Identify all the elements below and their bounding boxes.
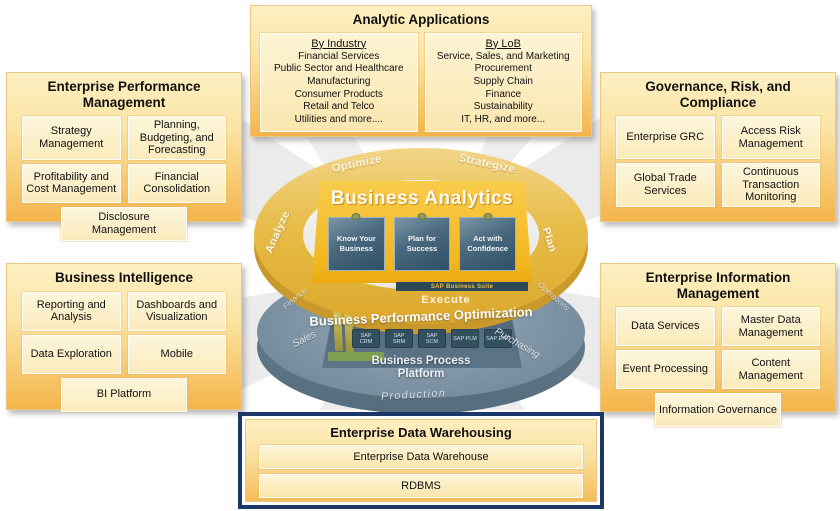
item-access-risk-management: Access Risk Management <box>721 116 820 159</box>
item-planning-budgeting-forecasting: Planning, Budgeting, and Forecasting <box>127 116 226 160</box>
item-information-governance: Information Governance <box>654 393 782 427</box>
item-content-management: Content Management <box>721 350 820 389</box>
highlighted-panel-enterprise-data-warehousing: Enterprise Data Warehousing Enterprise D… <box>238 412 604 509</box>
panel-analytic-applications: Analytic Applications By Industry Financ… <box>250 5 592 137</box>
column-heading: By LoB <box>485 37 521 50</box>
item-strategy-management: Strategy Management <box>22 116 121 160</box>
item-enterprise-data-warehouse: Enterprise Data Warehouse <box>259 445 583 469</box>
item-financial-consolidation: Financial Consolidation <box>127 163 226 203</box>
panel-governance-risk-compliance: Governance, Risk, and Compliance Enterpr… <box>600 72 836 222</box>
item-event-processing: Event Processing <box>616 350 715 389</box>
item-grid: Enterprise GRC Access Risk Management Gl… <box>616 116 820 207</box>
list-item: Service, Sales, and Marketing <box>436 50 570 62</box>
item-grid: Data Services Master Data Management Eve… <box>616 307 820 427</box>
list-item: Financial Services <box>298 50 380 62</box>
item-enterprise-grc: Enterprise GRC <box>616 116 715 159</box>
analytic-applications-columns: By Industry Financial Services Public Se… <box>260 32 582 132</box>
panel-title: Governance, Risk, and Compliance <box>645 79 791 110</box>
list-item: Supply Chain <box>473 75 533 87</box>
panel-title: Enterprise Data Warehousing <box>330 425 512 440</box>
column-heading: By Industry <box>311 37 367 50</box>
sap-module-row: SAP CRM SAP SRM SAP SCM SAP PLM SAP ERP <box>352 329 512 348</box>
item-continuous-transaction-monitoring: Continuous Transaction Monitoring <box>721 163 820 207</box>
list-item: Consumer Products <box>294 88 383 100</box>
list-item: Sustainability <box>473 101 533 113</box>
module-sap-erp: SAP ERP <box>484 329 512 348</box>
module-sap-plm: SAP PLM <box>451 329 479 348</box>
business-process-platform-label: Business Process Platform <box>371 355 471 380</box>
hub-cards: Know Your Business Plan for Success Act … <box>328 217 517 271</box>
list-item: Procurement <box>474 63 532 75</box>
list-item: IT, HR, and more... <box>461 114 546 126</box>
item-dashboards-and-visualization: Dashboards and Visualization <box>127 291 226 331</box>
item-grid: Strategy Management Planning, Budgeting,… <box>22 116 226 241</box>
card-plan-for-success: Plan for Success <box>393 217 451 271</box>
platform-strip-icon <box>328 352 384 361</box>
panel-title: Analytic Applications <box>352 12 490 27</box>
item-master-data-management: Master Data Management <box>721 307 820 346</box>
panel-business-intelligence: Business Intelligence Reporting and Anal… <box>6 263 242 412</box>
panel-title: Business Intelligence <box>54 270 194 285</box>
module-sap-scm: SAP SCM <box>418 329 446 348</box>
card-know-your-business: Know Your Business <box>328 217 385 271</box>
sap-business-suite-band: SAP Business Suite <box>396 282 528 291</box>
panel-enterprise-performance-management: Enterprise Performance Management Strate… <box>6 72 242 241</box>
panel-enterprise-information-management: Enterprise Information Management Data S… <box>600 263 836 427</box>
card-act-with-confidence: Act with Confidence <box>459 217 517 271</box>
list-item: Manufacturing <box>307 75 371 87</box>
business-analytics-hub: Business Analytics Know Your Business Pl… <box>312 181 532 283</box>
list-item: Finance <box>485 88 522 100</box>
item-disclosure-management: Disclosure Management <box>60 206 188 241</box>
list-item: Retail and Telco <box>303 101 375 113</box>
item-global-trade-services: Global Trade Services <box>616 163 715 207</box>
list-item: Utilities and more.... <box>294 114 383 126</box>
module-sap-crm: SAP CRM <box>352 329 380 348</box>
item-reporting-and-analysis: Reporting and Analysis <box>22 291 121 331</box>
item-bi-platform: BI Platform <box>60 377 188 412</box>
item-data-exploration: Data Exploration <box>22 334 121 374</box>
panel-title: Enterprise Information Management <box>645 270 791 301</box>
module-sap-srm: SAP SRM <box>385 329 413 348</box>
column-by-lob: By LoB Service, Sales, and Marketing Pro… <box>424 32 582 132</box>
item-mobile: Mobile <box>127 334 226 374</box>
item-grid: Reporting and Analysis Dashboards and Vi… <box>22 291 226 412</box>
edw-panel: Enterprise Data Warehousing Enterprise D… <box>245 419 597 502</box>
item-rdbms: RDBMS <box>259 474 583 498</box>
column-by-industry: By Industry Financial Services Public Se… <box>260 32 418 132</box>
item-data-services: Data Services <box>616 307 715 346</box>
execute-label: Execute <box>421 294 471 306</box>
item-profitability-cost-management: Profitability and Cost Management <box>22 163 121 203</box>
list-item: Public Sector and Healthcare <box>273 63 404 75</box>
panel-title: Enterprise Performance Management <box>47 79 201 110</box>
hub-title: Business Analytics <box>330 188 514 209</box>
